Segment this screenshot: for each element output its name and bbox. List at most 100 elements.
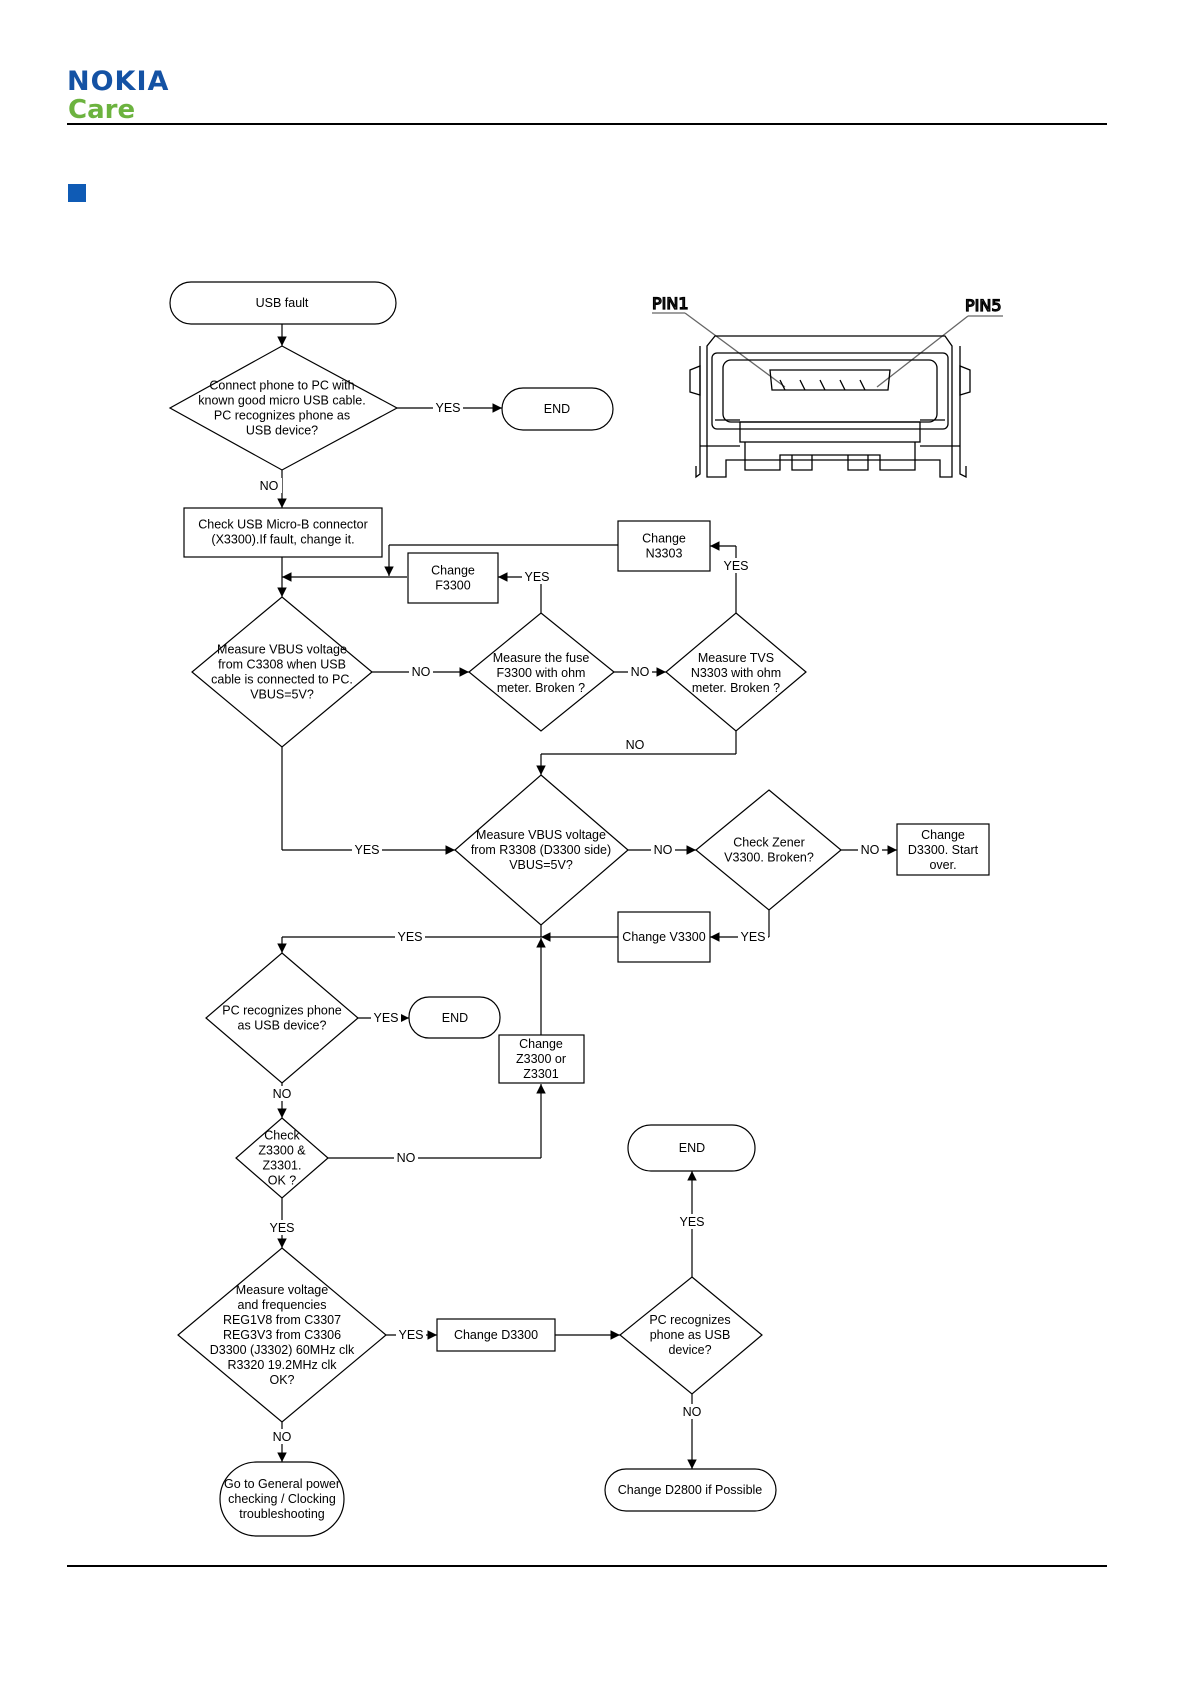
edge-label-no: NO xyxy=(273,1430,292,1444)
node-text-line: Z3300 & xyxy=(258,1144,306,1158)
node-change-n3303-shape xyxy=(617,520,711,572)
node-measure-vbus-r3308-shape xyxy=(454,774,629,926)
node-change-v3300: Change V3300 xyxy=(622,930,705,944)
node-text-line: from R3308 (D3300 side) xyxy=(471,843,611,857)
node-text-line: troubleshooting xyxy=(239,1507,325,1521)
flow-nodes xyxy=(168,281,990,1537)
node-pc-recognizes-1-shape xyxy=(205,952,359,1084)
node-check-connector-shape xyxy=(183,507,383,558)
node-measure-vbus-c3308-shape xyxy=(191,596,373,748)
node-text-line: PC recognizes phone as xyxy=(214,409,350,423)
section-marker-square xyxy=(68,184,86,202)
node-text-line: cable is connected to PC. xyxy=(211,673,353,687)
node-text-line: PC recognizes xyxy=(649,1313,730,1327)
node-measure-voltage-freq-shape xyxy=(177,1247,387,1423)
node-text-line: END xyxy=(442,1011,468,1025)
node-text-line: Z3300 or xyxy=(516,1052,566,1066)
node-text-line: END xyxy=(544,402,570,416)
node-change-d2800: Change D2800 if Possible xyxy=(618,1483,763,1497)
edge-label-no: NO xyxy=(626,738,645,752)
node-text-line: Connect phone to PC with xyxy=(209,379,354,393)
edge-label-yes: YES xyxy=(679,1215,704,1229)
edge-label-yes: YES xyxy=(435,401,460,415)
node-text-line: Check xyxy=(264,1129,300,1143)
node-change-z3300-shape xyxy=(498,1034,585,1084)
node-end-mid-shape xyxy=(408,996,501,1039)
node-text-line: meter. Broken ? xyxy=(692,681,780,695)
node-text-line: USB fault xyxy=(256,296,309,310)
header-rule xyxy=(67,123,1107,125)
node-text-line: Change xyxy=(519,1037,563,1051)
node-end-mid: END xyxy=(442,1011,468,1025)
node-change-d2800-shape xyxy=(604,1468,777,1512)
edge-label-no: NO xyxy=(260,479,279,493)
footer-rule xyxy=(67,1565,1107,1567)
flow-edges xyxy=(277,324,897,1469)
node-text-line: checking / Clocking xyxy=(228,1492,336,1506)
edge-label-yes: YES xyxy=(723,559,748,573)
node-text-line: Change D3300 xyxy=(454,1328,538,1342)
node-general-power-shape xyxy=(219,1461,345,1537)
node-check-z3300-shape xyxy=(235,1117,329,1199)
node-change-d3300-shape xyxy=(436,1318,556,1352)
pin1-label: PIN1 xyxy=(652,294,689,313)
node-text-line: OK ? xyxy=(268,1174,297,1188)
node-text-line: Change xyxy=(642,532,686,546)
node-text-line: D3300. Start xyxy=(908,843,979,857)
node-pc-recognizes-2-shape xyxy=(619,1276,763,1395)
node-text-line: known good micro USB cable. xyxy=(198,394,365,408)
node-text-line: phone as USB xyxy=(650,1328,731,1342)
node-text-line: Change xyxy=(921,828,965,842)
node-text-line: R3320 19.2MHz clk xyxy=(227,1358,337,1372)
node-text-line: PC recognizes phone xyxy=(222,1004,342,1018)
edge-label-yes: YES xyxy=(524,570,549,584)
node-text-line: Go to General power xyxy=(224,1477,340,1491)
node-text-line: Measure voltage xyxy=(236,1283,328,1297)
edge-label-yes: YES xyxy=(354,843,379,857)
node-text-line: REG1V8 from C3307 xyxy=(223,1313,341,1327)
node-check-zener-shape xyxy=(695,789,842,911)
node-text-line: F3300 with ohm xyxy=(497,666,586,680)
node-text-line: meter. Broken ? xyxy=(497,681,585,695)
node-text-line: D3300 (J3302) 60MHz clk xyxy=(210,1343,355,1357)
node-end-bottom-shape xyxy=(627,1124,756,1172)
node-text-line: VBUS=5V? xyxy=(250,688,314,702)
logo-care-text: Care xyxy=(68,95,136,125)
node-text-line: END xyxy=(679,1141,705,1155)
usb-micro-b-connector-drawing: PIN1 PIN5 xyxy=(651,293,1003,479)
node-check-connector: Check USB Micro-B connector(X3300).If fa… xyxy=(198,518,368,547)
node-text-line: (X3300).If fault, change it. xyxy=(211,533,354,547)
edge-label-yes: YES xyxy=(740,930,765,944)
edge-label-no: NO xyxy=(654,843,673,857)
node-text-line: Z3301. xyxy=(263,1159,302,1173)
node-end-bottom: END xyxy=(679,1141,705,1155)
node-usb-fault-shape xyxy=(169,281,397,325)
logo-nokia-text: NOKIA xyxy=(67,66,170,97)
edge-label-yes: YES xyxy=(269,1221,294,1235)
node-text-line: USB device? xyxy=(246,424,318,438)
node-text-line: over. xyxy=(929,858,956,872)
node-text-line: OK? xyxy=(269,1373,294,1387)
edge-label-no: NO xyxy=(273,1087,292,1101)
node-change-d3300-start-shape xyxy=(896,823,990,876)
node-change-v3300-shape xyxy=(617,911,711,963)
node-text-line: Check Zener xyxy=(733,836,805,850)
node-text-line: Change V3300 xyxy=(622,930,705,944)
node-text-line: V3300. Broken? xyxy=(724,851,814,865)
node-text-line: Z3301 xyxy=(523,1067,558,1081)
node-text-line: Check USB Micro-B connector xyxy=(198,518,368,532)
node-text-line: Change D2800 if Possible xyxy=(618,1483,763,1497)
